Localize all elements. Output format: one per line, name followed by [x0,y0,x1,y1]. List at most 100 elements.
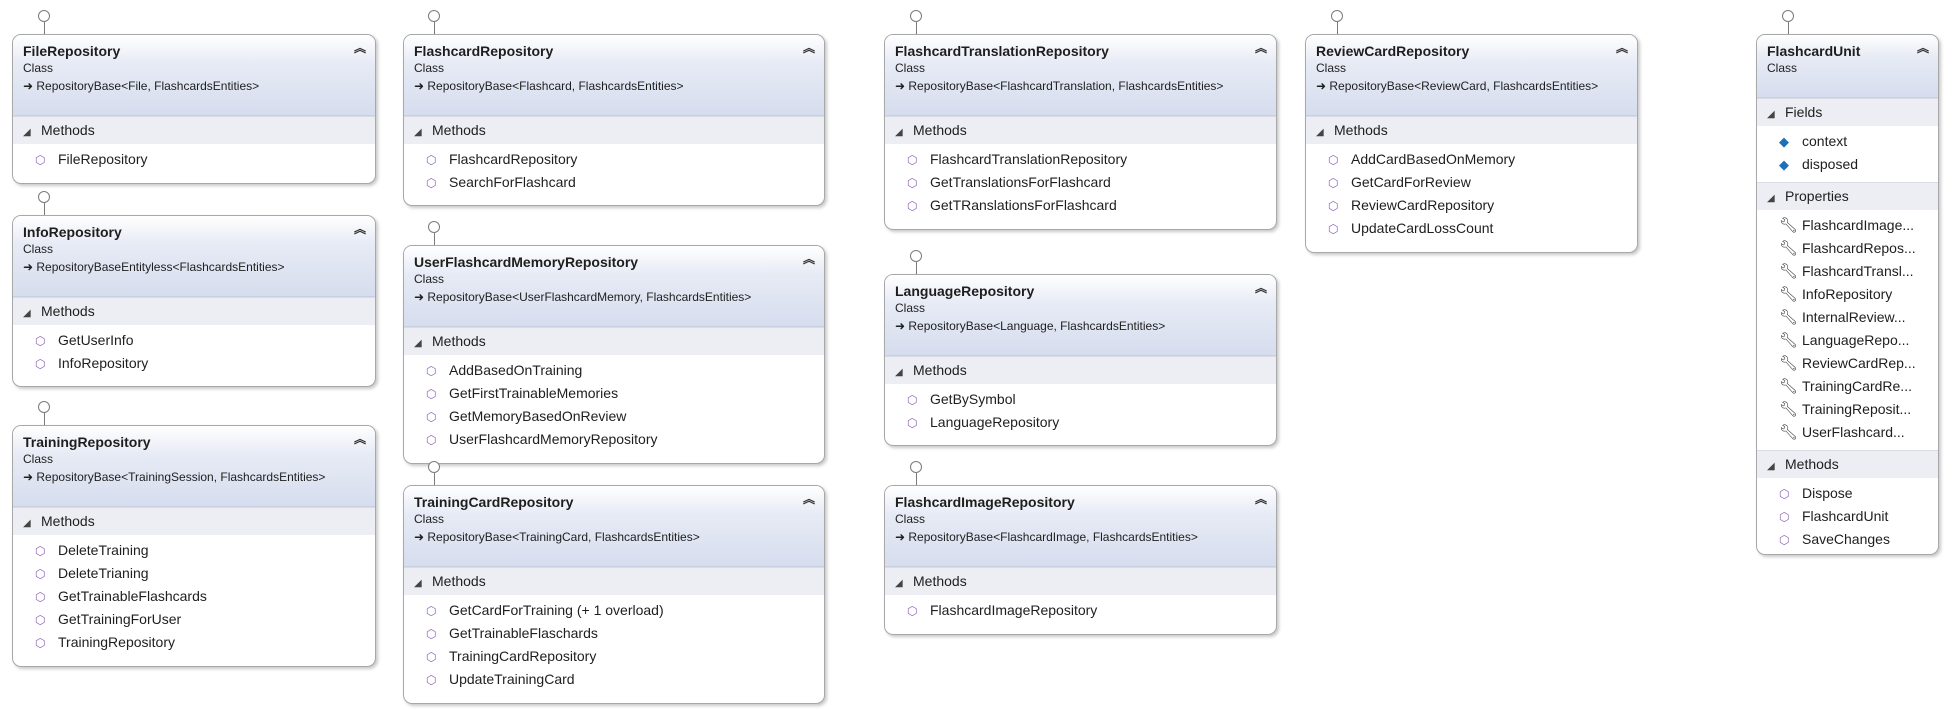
method-item[interactable]: ⬡SaveChanges [1757,528,1938,551]
method-item[interactable]: ⬡UpdateTrainingCard [404,668,824,691]
methods-section-header[interactable]: ◢Methods [1757,450,1938,478]
property-item[interactable]: 🔧︎InfoRepository [1757,283,1938,306]
fields-section-header[interactable]: ◢Fields [1757,98,1938,126]
method-item[interactable]: ⬡DeleteTrianing [13,562,375,585]
method-item[interactable]: ⬡LanguageRepository [885,411,1276,434]
method-item[interactable]: ⬡UserFlashcardMemoryRepository [404,428,824,451]
class-training-repository[interactable]: TrainingRepository Class ➜ RepositoryBas… [12,425,376,667]
triangle-down-icon: ◢ [414,127,422,138]
method-cube-icon: ⬡ [35,544,46,558]
method-item[interactable]: ⬡FlashcardTranslationRepository [885,148,1276,171]
class-kind: Class [895,512,926,526]
method-item[interactable]: ⬡AddCardBasedOnMemory [1306,148,1637,171]
property-item[interactable]: 🔧︎FlashcardImage... [1757,214,1938,237]
methods-section-header[interactable]: ◢Methods [404,327,824,355]
method-item[interactable]: ⬡FlashcardImageRepository [885,599,1276,622]
property-item[interactable]: 🔧︎UserFlashcard... [1757,421,1938,444]
method-item[interactable]: ⬡AddBasedOnTraining [404,359,824,382]
class-training-card-repository[interactable]: TrainingCardRepository Class ➜ Repositor… [403,485,825,704]
method-item[interactable]: ⬡ReviewCardRepository [1306,194,1637,217]
class-header: FlashcardTranslationRepository Class ➜ R… [885,35,1276,116]
double-chevron-up-icon[interactable]: ︽ [802,41,815,55]
class-flashcard-repository[interactable]: FlashcardRepository Class ➜ RepositoryBa… [403,34,825,206]
class-name: FlashcardUnit [1767,43,1861,59]
method-cube-icon: ⬡ [907,416,918,430]
method-item[interactable]: ⬡GetUserInfo [13,329,375,352]
property-wrench-icon: 🔧︎ [1779,309,1799,326]
method-item[interactable]: ⬡GetTrainingForUser [13,608,375,631]
inheritance-arrow-icon: ➜ [895,530,909,544]
class-base: ➜ RepositoryBaseEntityless<FlashcardsEnt… [23,260,285,274]
double-chevron-up-icon[interactable]: ︽ [1916,41,1929,55]
method-item[interactable]: ⬡FlashcardRepository [404,148,824,171]
method-item[interactable]: ⬡FileRepository [13,148,375,171]
methods-section-header[interactable]: ◢Methods [404,567,824,595]
class-flashcard-unit[interactable]: FlashcardUnit Class ︽ ◢Fields ◆context ◆… [1756,34,1939,555]
double-chevron-up-icon[interactable]: ︽ [1254,492,1267,506]
property-item[interactable]: 🔧︎FlashcardTransl... [1757,260,1938,283]
method-item[interactable]: ⬡DeleteTraining [13,539,375,562]
class-user-flashcard-memory-repository[interactable]: UserFlashcardMemoryRepository Class ➜ Re… [403,245,825,464]
property-item[interactable]: 🔧︎InternalReview... [1757,306,1938,329]
method-item[interactable]: ⬡GetCardForTraining (+ 1 overload) [404,599,824,622]
double-chevron-up-icon[interactable]: ︽ [802,492,815,506]
class-header: FileRepository Class ➜ RepositoryBase<Fi… [13,35,375,116]
methods-section-header[interactable]: ◢Methods [13,297,375,325]
interface-lollipop [910,10,922,34]
interface-lollipop [1331,10,1343,34]
double-chevron-up-icon[interactable]: ︽ [1615,41,1628,55]
method-item[interactable]: ⬡SearchForFlashcard [404,171,824,194]
property-item[interactable]: 🔧︎TrainingCardRe... [1757,375,1938,398]
class-name: ReviewCardRepository [1316,43,1470,59]
property-item[interactable]: 🔧︎ReviewCardRep... [1757,352,1938,375]
method-item[interactable]: ⬡UpdateCardLossCount [1306,217,1637,240]
properties-section-header[interactable]: ◢Properties [1757,182,1938,210]
method-item[interactable]: ⬡GetMemoryBasedOnReview [404,405,824,428]
class-flashcard-translation-repository[interactable]: FlashcardTranslationRepository Class ➜ R… [884,34,1277,230]
double-chevron-up-icon[interactable]: ︽ [1254,41,1267,55]
property-item[interactable]: 🔧︎TrainingReposit... [1757,398,1938,421]
methods-section-header[interactable]: ◢Methods [885,356,1276,384]
method-item[interactable]: ⬡GetTranslationsForFlashcard [885,171,1276,194]
method-cube-icon: ⬡ [1328,153,1339,167]
class-info-repository[interactable]: InfoRepository Class ➜ RepositoryBaseEnt… [12,215,376,387]
methods-section-header[interactable]: ◢Methods [404,116,824,144]
class-name: UserFlashcardMemoryRepository [414,254,639,270]
class-header: FlashcardUnit Class ︽ [1757,35,1938,98]
method-item[interactable]: ⬡GetBySymbol [885,388,1276,411]
method-item[interactable]: ⬡GetFirstTrainableMemories [404,382,824,405]
property-item[interactable]: 🔧︎FlashcardRepos... [1757,237,1938,260]
property-item[interactable]: 🔧︎LanguageRepo... [1757,329,1938,352]
properties-list: 🔧︎FlashcardImage... 🔧︎FlashcardRepos... … [1757,210,1938,450]
double-chevron-up-icon[interactable]: ︽ [1254,281,1267,295]
methods-section-header[interactable]: ◢Methods [13,507,375,535]
class-review-card-repository[interactable]: ReviewCardRepository Class ➜ RepositoryB… [1305,34,1638,253]
method-item[interactable]: ⬡GetTrainableFlashcards [13,585,375,608]
methods-section-header[interactable]: ◢Methods [13,116,375,144]
method-item[interactable]: ⬡GetCardForReview [1306,171,1637,194]
methods-section-header[interactable]: ◢Methods [1306,116,1637,144]
method-item[interactable]: ⬡FlashcardUnit [1757,505,1938,528]
class-file-repository[interactable]: FileRepository Class ➜ RepositoryBase<Fi… [12,34,376,184]
field-item[interactable]: ◆context [1757,130,1938,153]
double-chevron-up-icon[interactable]: ︽ [802,252,815,266]
class-language-repository[interactable]: LanguageRepository Class ➜ RepositoryBas… [884,274,1277,446]
class-flashcard-image-repository[interactable]: FlashcardImageRepository Class ➜ Reposit… [884,485,1277,635]
method-cube-icon: ⬡ [426,364,437,378]
methods-section-header[interactable]: ◢Methods [885,116,1276,144]
methods-section-header[interactable]: ◢Methods [885,567,1276,595]
class-header: UserFlashcardMemoryRepository Class ➜ Re… [404,246,824,327]
method-item[interactable]: ⬡InfoRepository [13,352,375,375]
method-item[interactable]: ⬡TrainingCardRepository [404,645,824,668]
double-chevron-up-icon[interactable]: ︽ [353,222,366,236]
inheritance-arrow-icon: ➜ [23,260,37,274]
double-chevron-up-icon[interactable]: ︽ [353,41,366,55]
method-item[interactable]: ⬡GetTrainableFlaschards [404,622,824,645]
method-item[interactable]: ⬡GetTRanslationsForFlashcard [885,194,1276,217]
field-item[interactable]: ◆disposed [1757,153,1938,176]
double-chevron-up-icon[interactable]: ︽ [353,432,366,446]
class-kind: Class [1316,61,1347,75]
method-item[interactable]: ⬡Dispose [1757,482,1938,505]
method-item[interactable]: ⬡TrainingRepository [13,631,375,654]
methods-list: ⬡FileRepository [13,144,375,177]
